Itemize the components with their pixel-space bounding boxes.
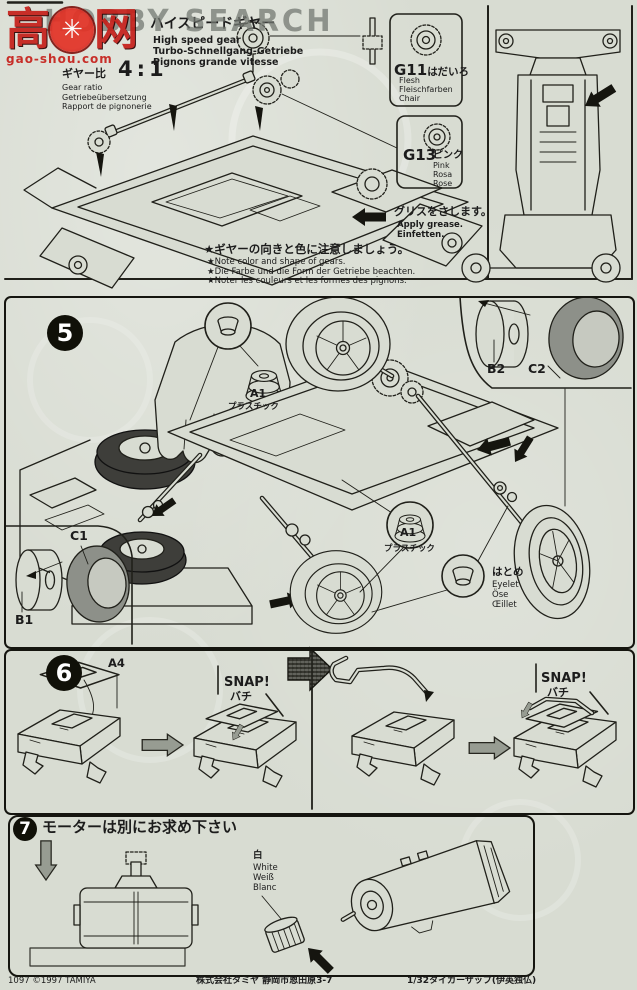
snap-label-1: SNAP! (224, 675, 270, 690)
title-de: Turbo-Schnellgang-Getriebe (153, 46, 304, 57)
gear-ratio-en: Gear ratio (62, 83, 103, 92)
white-de: Weiß (253, 873, 274, 883)
gear-ratio-value: 4:1 (118, 57, 168, 81)
white-en: White (253, 863, 278, 873)
title-en: High speed gear (153, 35, 241, 46)
g13-box (396, 115, 463, 189)
plastic-label-1: プラスチック (228, 402, 279, 412)
eyelet-en: Eyelet (492, 580, 519, 590)
title-fr: Pignons grande vitesse (153, 57, 279, 68)
snap-ja-2: バチ (547, 686, 569, 699)
grease-en: Apply grease. (397, 220, 463, 230)
star-burst-icon: ✳ (50, 8, 94, 52)
white-fr: Blanc (253, 882, 277, 893)
plastic-label-2: プラスチック (384, 544, 435, 554)
a4-label: A4 (108, 656, 125, 670)
note-fr: ★Noter les couleurs et les formes des pi… (207, 276, 407, 286)
gear-ratio-label-ja: ギヤー比 (62, 67, 106, 80)
g13-color-en: Pink (433, 161, 450, 170)
a1-label-1: A1 (250, 387, 267, 400)
g13-code: G13 (403, 146, 437, 164)
step7-panel (8, 815, 535, 977)
step6-drawing (17, 646, 617, 810)
top-iso-chassis-drawing (23, 17, 483, 289)
a1-label-2: A1 (400, 526, 417, 539)
g13-color-de: Rosa (433, 170, 453, 179)
g13-color-ja: ピンク (433, 150, 463, 161)
g11-color-ja: はだいろ (427, 66, 469, 78)
footer-kit-name: 1/32タイガーザップ(伊英独仏) (407, 976, 537, 986)
top-view-chassis-drawing (461, 29, 621, 283)
g11-color-en: Flesh (399, 76, 420, 85)
step7-drawing (29, 840, 511, 977)
note-ja: ★ギヤーの向きと色に注意しましょう。 (204, 242, 410, 256)
step7-title: モーターは別にお求め下さい (42, 818, 238, 836)
grease-de: Einfetten. (397, 230, 445, 240)
g11-color-de: Fleischfarben (399, 85, 453, 94)
eyelet-fr: Œillet (492, 599, 517, 610)
red-site-watermark: 高✳网 gao-shou.com (6, 8, 138, 67)
g11-color-fr: Chair (399, 94, 421, 103)
g11-code: G11 (394, 61, 428, 79)
b1-label: B1 (15, 612, 34, 627)
title-ja: ハイスピードギヤー (150, 16, 276, 32)
gear-ratio-fr: Rapport de pignonerie (62, 102, 152, 111)
snap-ja-1: バチ (230, 690, 252, 703)
footer-copyright: 1097 ©1997 TAMIYA (8, 976, 96, 986)
step6-number: 6 (46, 655, 82, 691)
g11-box (389, 13, 463, 107)
g11-label: G11はだいろ (394, 61, 469, 79)
eyelet-de: Öse (492, 590, 509, 600)
g13-color-fr: Rose (433, 179, 453, 188)
watermark-url: gao-shou.com (6, 52, 113, 66)
grease-ja: グリスをさします。 (394, 205, 492, 218)
step7-number: 7 (13, 817, 37, 841)
snap-label-2: SNAP! (541, 671, 587, 686)
c2-label: C2 (528, 361, 546, 376)
gear-ratio-de: Getriebeübersetzung (62, 92, 147, 102)
c1-label: C1 (70, 528, 88, 543)
step6-panel (4, 649, 635, 815)
step5-panel (4, 296, 635, 649)
note-de: ★Die Farbe und die Form der Getriebe bea… (207, 266, 416, 277)
watermark-char-right: 网 (94, 4, 138, 55)
step5-number: 5 (47, 315, 83, 351)
footer-address: 株式会社タミヤ 静岡市恩田原3-7 (196, 976, 333, 986)
white-ja: 白 (253, 850, 263, 861)
eyelet-ja: はとめ (492, 566, 524, 578)
note-en: ★Note color and shape of gears. (207, 257, 346, 267)
b2-label: B2 (487, 361, 506, 376)
watermark-char-left: 高 (6, 4, 50, 55)
step5-drawing (4, 296, 632, 645)
